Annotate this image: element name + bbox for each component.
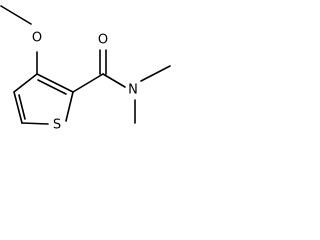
- ring-bond-s-c2: [65, 91, 74, 122]
- ring-bond-c5-s: [21, 122, 49, 125]
- bond-methoxy-o-ch3: [0, 5, 32, 25]
- ring-bond-c2-c3-inner: [37, 79, 67, 95]
- bond-carbonyl-c-n: [102, 73, 126, 88]
- amide-nitrogen-label: N: [128, 83, 138, 98]
- ring-bond-c2-c3-outer: [36, 73, 74, 93]
- carbonyl-oxygen-label: O: [98, 33, 108, 48]
- ring-bond-c4-c5-outer: [13, 91, 23, 124]
- bond-n-methyl-up: [140, 65, 171, 82]
- ring-bond-c3-c4: [13, 73, 38, 93]
- ring-bond-c4-c5-inner: [18, 94, 26, 120]
- methoxy-oxygen-label: O: [32, 31, 42, 46]
- chemical-structure-diagram: S O O N: [0, 5, 171, 133]
- sulfur-atom-label: S: [53, 118, 61, 133]
- bond-c2-carbonyl-c: [72, 73, 104, 93]
